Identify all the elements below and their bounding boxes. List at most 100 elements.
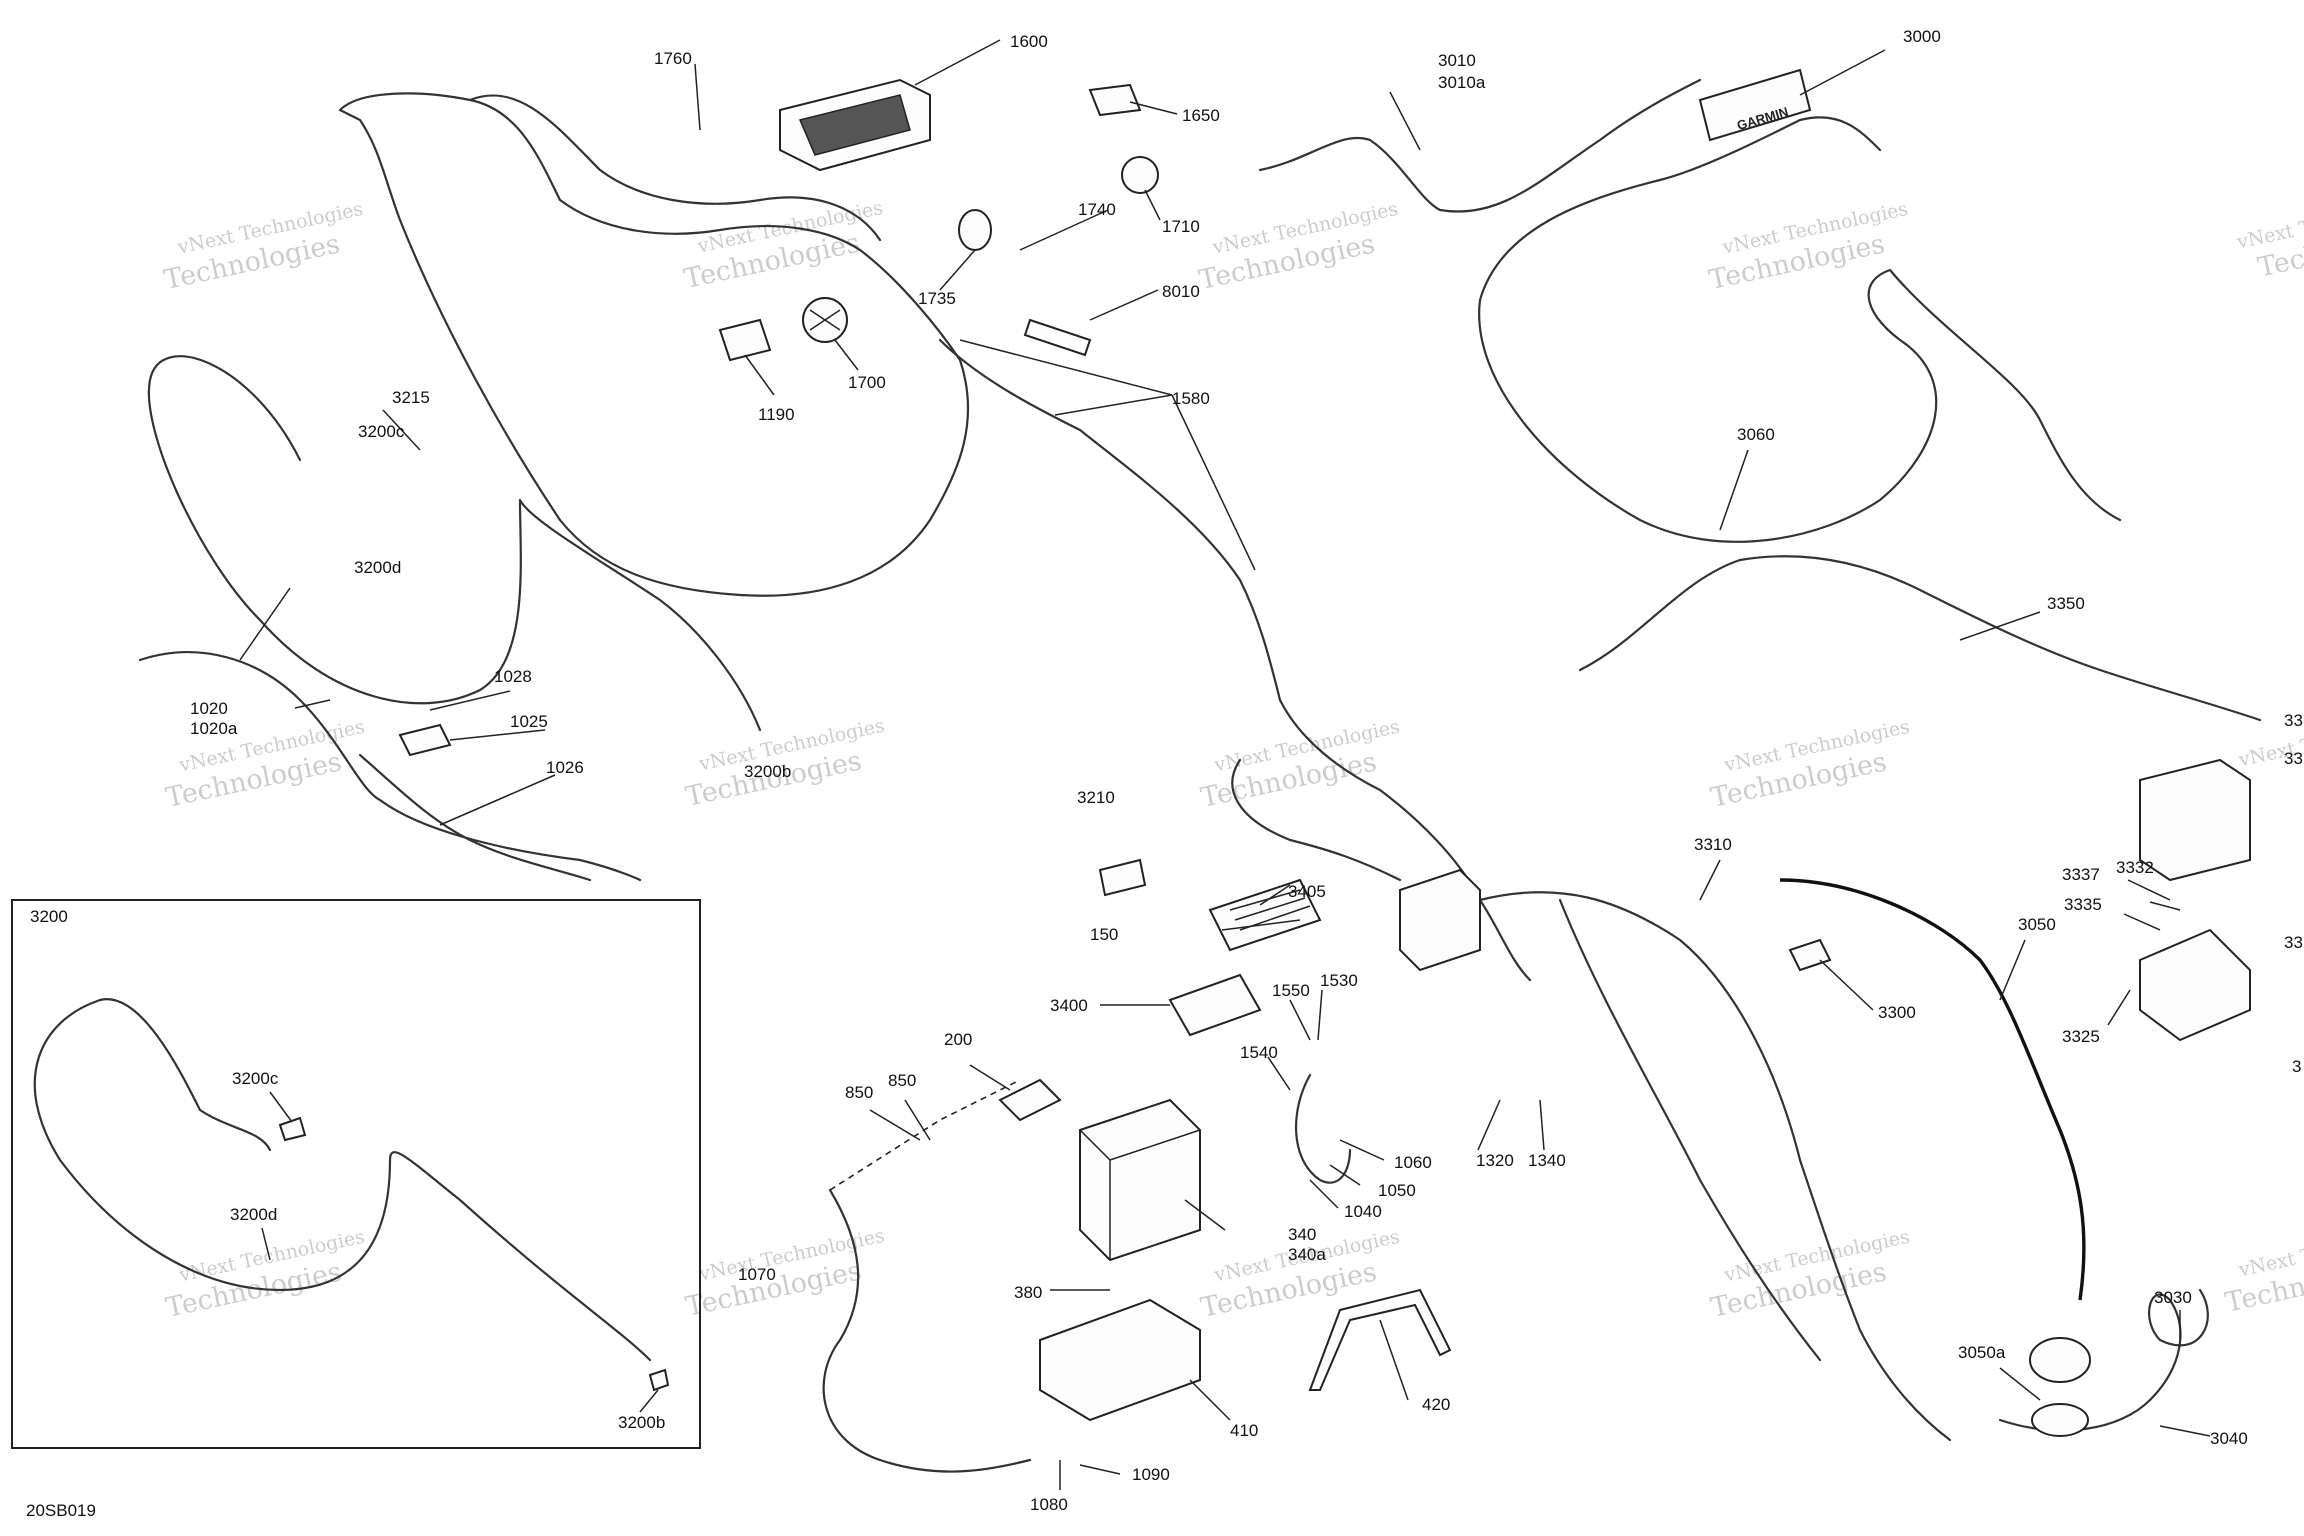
callout-3200c: 3200c: [358, 422, 405, 441]
callout-340: 340: [1288, 1225, 1316, 1244]
callout-1050: 1050: [1378, 1181, 1416, 1200]
callout-1735: 1735: [918, 289, 956, 308]
left-loop-wire: [147, 355, 762, 732]
callout-1530: 1530: [1320, 971, 1358, 990]
callout-850-a: 850: [845, 1083, 873, 1102]
cable-8010[interactable]: [1023, 318, 1092, 357]
right-harness-wire: [1478, 891, 1952, 1442]
callout-850-b: 850: [888, 1071, 916, 1090]
clamp-1025[interactable]: [398, 723, 452, 757]
inset-callout-3200b: 3200b: [618, 1413, 665, 1432]
callout-1650: 1650: [1182, 106, 1220, 125]
instrument-cluster[interactable]: [779, 78, 931, 172]
callout-labels: 1600 1760 1650 1740 1710 1735 8010 1190 …: [190, 27, 2303, 1514]
inset-connector[interactable]: [648, 1368, 670, 1392]
callout-3335: 3335: [2064, 895, 2102, 914]
callout-3215: 3215: [392, 388, 430, 407]
callout-3405: 3405: [1288, 882, 1326, 901]
callout-420: 420: [1422, 1395, 1450, 1414]
center-harness-wire: [1231, 758, 1402, 882]
connector-1650[interactable]: [1088, 83, 1142, 117]
regulator-bracket[interactable]: [1168, 973, 1262, 1037]
solenoid-200[interactable]: [998, 1078, 1062, 1122]
callout-1020: 1020: [190, 699, 228, 718]
left-branch-wire: [138, 651, 642, 882]
right-harness-wire: [1558, 898, 1822, 1362]
battery[interactable]: [1079, 1098, 1201, 1262]
wire-1026: [358, 753, 592, 882]
callout-3300: 3300: [1878, 1003, 1916, 1022]
inset-frame: [11, 899, 701, 1449]
connector-1190[interactable]: [718, 318, 772, 362]
callout-3010: 3010: [1438, 51, 1476, 70]
callout-1090: 1090: [1132, 1465, 1170, 1484]
callout-8010: 8010: [1162, 282, 1200, 301]
parts: GARMIN: [398, 68, 2251, 1437]
wire-3030: [1998, 1288, 2209, 1432]
callout-150: 150: [1090, 925, 1118, 944]
wire-3060: [1478, 178, 2122, 543]
inset-3200: 3200 3200c 3200d 3200b: [11, 899, 701, 1449]
callout-1580: 1580: [1172, 389, 1210, 408]
callout-3050: 3050: [2018, 915, 2056, 934]
callout-380: 380: [1014, 1283, 1042, 1302]
callout-410: 410: [1230, 1421, 1258, 1440]
callout-1700: 1700: [848, 373, 886, 392]
module-3210[interactable]: [1098, 858, 1147, 897]
callout-3310: 3310: [1694, 835, 1732, 854]
connector-1710[interactable]: [1121, 156, 1159, 194]
callout-33-edge-b: 33: [2284, 933, 2303, 952]
switch-1700[interactable]: [802, 297, 848, 343]
wire-3050: [1779, 878, 2086, 1301]
leader-lines: [239, 39, 2211, 1490]
watermarks: vNext Technologies Technologies vNext Te…: [161, 193, 2304, 1324]
callout-3200d: 3200d: [354, 558, 401, 577]
callout-33-edge-c: 33: [2284, 749, 2303, 768]
callout-3200b: 3200b: [744, 762, 791, 781]
callout-3350: 3350: [2047, 594, 2085, 613]
inset-wire: [33, 998, 652, 1362]
gps-unit[interactable]: GARMIN: [1698, 68, 1812, 142]
callout-3337: 3337: [2062, 865, 2100, 884]
callout-3400: 3400: [1050, 996, 1088, 1015]
battery-right[interactable]: [2139, 758, 2251, 882]
callout-1020a: 1020a: [190, 719, 238, 738]
callout-1028: 1028: [494, 667, 532, 686]
diagram-code: 20SB019: [26, 1501, 96, 1520]
callout-3-edge: 3: [2292, 1057, 2301, 1076]
callout-3050a: 3050a: [1958, 1343, 2006, 1362]
callout-3060: 3060: [1737, 425, 1775, 444]
callout-3000: 3000: [1903, 27, 1941, 46]
inset-connector[interactable]: [278, 1116, 307, 1142]
main-harness-wire: [468, 94, 882, 242]
battery-tray[interactable]: [1039, 1298, 1201, 1422]
callout-1340: 1340: [1528, 1151, 1566, 1170]
battery-strap[interactable]: [1308, 1288, 1452, 1391]
port-3050a[interactable]: [2029, 1337, 2091, 1437]
callout-340a: 340a: [1288, 1245, 1326, 1264]
relay-3300[interactable]: [1788, 938, 1832, 972]
callout-200: 200: [944, 1030, 972, 1049]
knob-1735[interactable]: [958, 209, 992, 251]
wire-1070: [822, 1188, 1032, 1473]
callout-1740: 1740: [1078, 200, 1116, 219]
callout-3325: 3325: [2062, 1027, 2100, 1046]
callout-1190: 1190: [758, 405, 795, 424]
wire-3350: [1578, 555, 2262, 722]
callout-1040: 1040: [1344, 1202, 1382, 1221]
wires: [138, 78, 2262, 1473]
inset-wire: [98, 998, 272, 1152]
callout-1080: 1080: [1030, 1495, 1068, 1514]
fuse-box[interactable]: [1399, 868, 1481, 972]
inset-title: 3200: [30, 907, 68, 926]
callout-1550: 1550: [1272, 981, 1310, 1000]
callout-3010a: 3010a: [1438, 73, 1486, 92]
callout-1026: 1026: [546, 758, 584, 777]
callout-1760: 1760: [654, 49, 692, 68]
callout-3332: 3332: [2116, 858, 2154, 877]
callout-33-edge-a: 33: [2284, 711, 2303, 730]
callout-3040: 3040: [2210, 1429, 2248, 1448]
bracket-3325[interactable]: [2139, 928, 2251, 1042]
main-harness-wire: [338, 92, 970, 597]
